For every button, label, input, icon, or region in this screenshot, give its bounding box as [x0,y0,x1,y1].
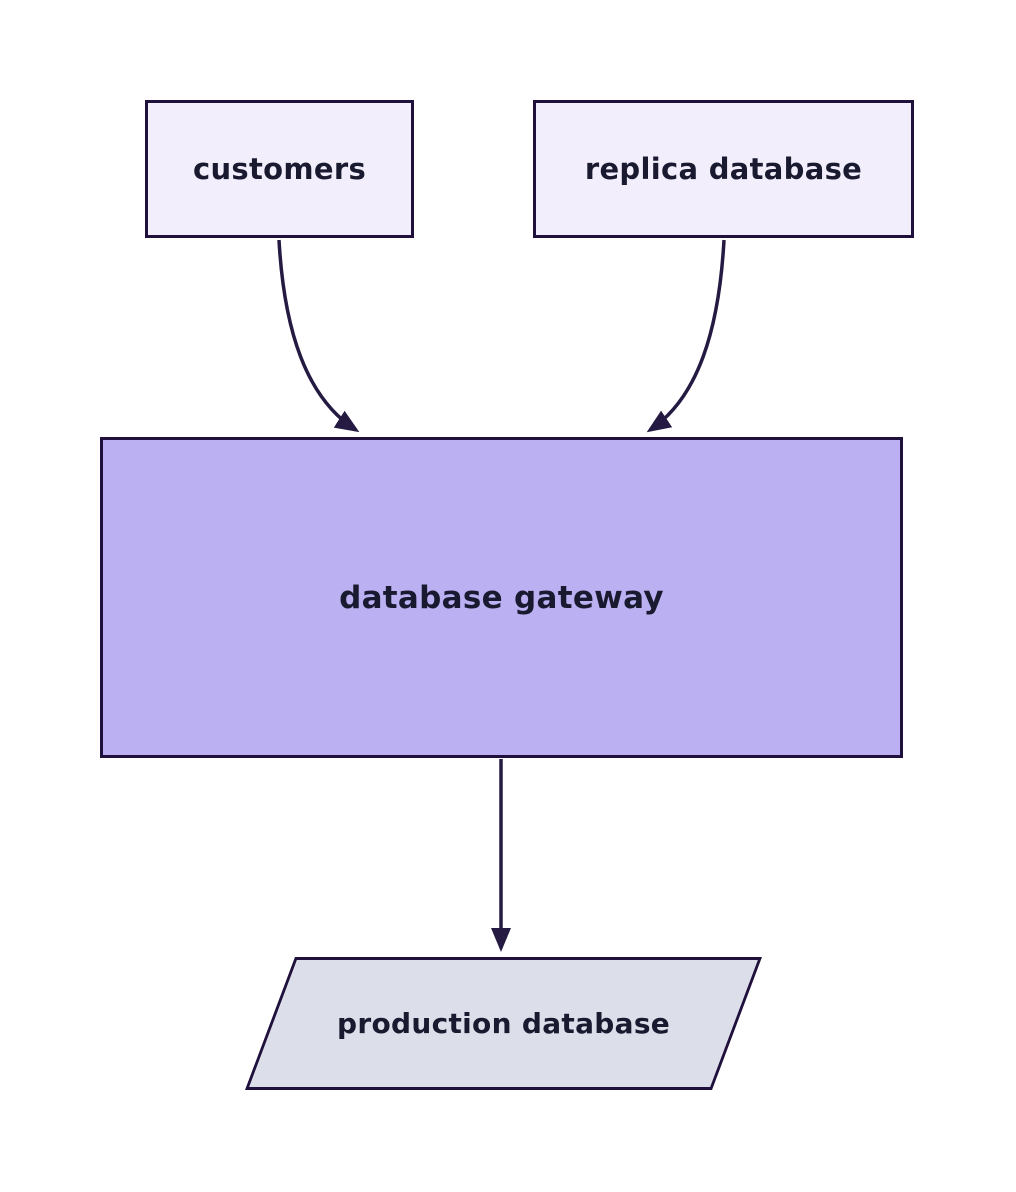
edge-customers-to-gateway-arrow [277,239,360,433]
node-production-database: production database [245,957,762,1090]
node-replica-database: replica database [533,100,914,238]
node-replica-database-label: replica database [584,152,863,186]
node-production-database-label: production database [336,1007,671,1040]
node-database-gateway: database gateway [100,437,903,758]
node-database-gateway-label: database gateway [339,579,664,616]
node-customers-label: customers [192,152,367,186]
node-customers: customers [145,100,414,238]
edge-replica-to-gateway-arrow [646,239,726,433]
